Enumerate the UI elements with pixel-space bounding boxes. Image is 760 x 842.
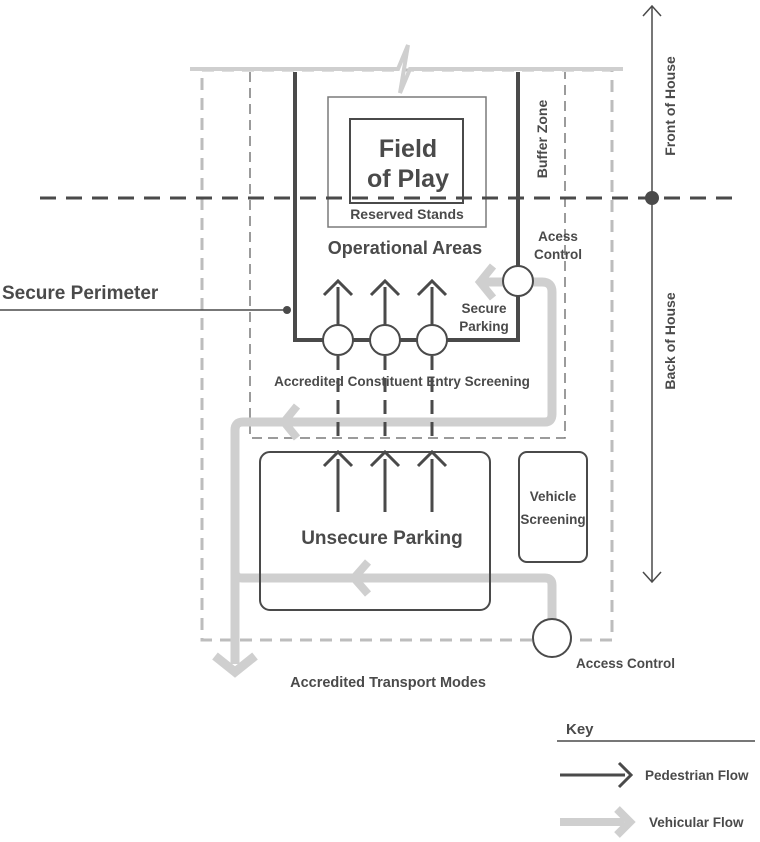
key-pedestrian-swatch [560,761,634,789]
vehicular-chevron-upper [278,403,301,441]
buffer-zone-dashed-line [249,72,566,439]
access-control-point [532,618,572,658]
buffer-zone-label: Buffer Zone [534,100,550,179]
outer-dashed-boundary [200,68,614,642]
access-control-label: Access Control [576,656,675,671]
reserved-stands-box [327,96,487,228]
pedestrian-flow-upper [322,278,448,326]
transport-modes-label: Accredited Transport Modes [290,675,486,691]
vehicle-screening-label-2: Screening [520,512,585,527]
unsecure-parking-label: Unsecure Parking [301,528,463,549]
key-pedestrian-label: Pedestrian Flow [645,768,749,783]
reserved-stands-label: Reserved Stands [350,206,464,222]
field-of-play-label-1: Field [379,135,437,163]
acess-control-label-2: Control [534,247,582,262]
secure-parking-label-2: Parking [459,319,509,334]
field-of-play-box [349,118,464,204]
vehicular-chevron-top [474,263,497,301]
vehicle-screening-label-1: Vehicle [530,489,577,504]
vehicular-arrowhead-down [212,652,258,678]
axis-arrow-bottom [642,571,662,584]
unsecure-parking-box [259,451,491,611]
back-of-house-label: Back of House [662,292,678,389]
key-title: Key [566,721,594,738]
field-of-play-label-2: of Play [367,165,449,193]
operational-areas-label: Operational Areas [328,238,482,258]
entry-screening-points [322,324,448,356]
pedestrian-flow-lower [322,449,448,512]
secure-perimeter-leader-dot [283,306,291,314]
top-boundary-break-line [190,44,623,94]
vehicular-chevron-lower [348,559,372,597]
axis-arrow-top [642,4,662,17]
pedestrian-flow-dashed [336,356,434,440]
acess-control-label-1: Acess [538,229,578,244]
vehicular-flow-loop [230,277,557,638]
secure-parking-label-1: Secure [461,301,507,316]
key-vehicular-label: Vehicular Flow [649,815,744,830]
key-vehicular-swatch [560,806,636,838]
acess-control-point [502,265,534,297]
vehicle-screening-box [518,451,588,563]
entry-screening-label: Accredited Constituent Entry Screening [274,374,530,389]
front-of-house-label: Front of House [662,56,678,156]
axis-intersection-dot [645,191,659,205]
secure-perimeter-label: Secure Perimeter [2,283,159,304]
secure-perimeter-line [293,72,520,342]
